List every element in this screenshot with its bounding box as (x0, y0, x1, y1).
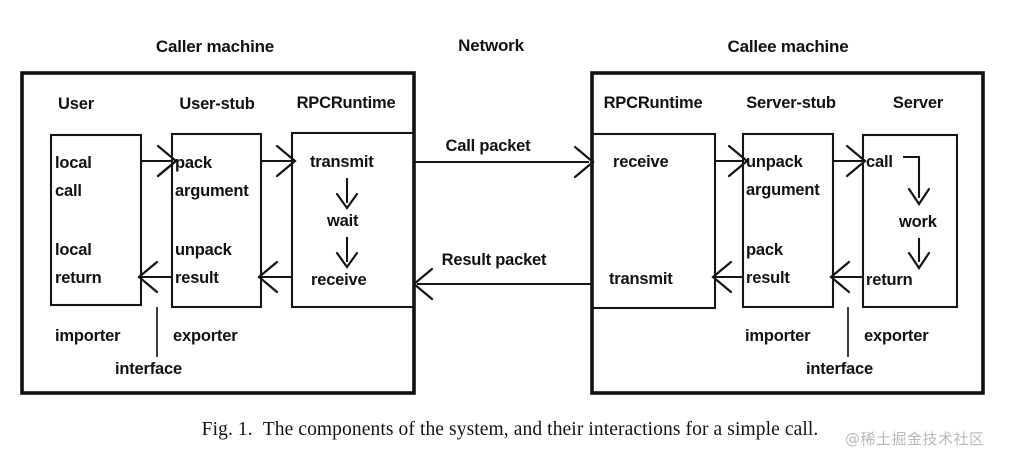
arrow-callee-runtime-to-server-stub (715, 144, 749, 178)
server-line-return: return (866, 271, 913, 289)
user-stub-line-unpack: unpack (175, 241, 233, 259)
caller-column-heading-user-stub: User-stub (179, 95, 254, 113)
user-stub-line-result: result (175, 269, 219, 287)
user-stub-line-argument: argument (175, 182, 249, 200)
caller-runtime-down-arrow-1 (335, 178, 359, 210)
figure-number: Fig. 1. (201, 419, 253, 440)
user-line-return: return (55, 269, 102, 287)
arrow-user-stub-to-user (137, 260, 172, 294)
callee-rpcruntime-box (590, 132, 717, 310)
caller-column-heading-rpcruntime: RPCRuntime (297, 94, 396, 112)
callee-footer-exporter: exporter (864, 327, 929, 345)
call-packet-label: Call packet (446, 137, 532, 155)
caller-footer-exporter: exporter (173, 327, 238, 345)
server-line-work: work (898, 213, 938, 231)
figure-caption: Fig. 1. The components of the system, and… (0, 419, 1020, 441)
caller-machine-box (20, 71, 416, 395)
arrow-server-stub-to-callee-runtime (711, 260, 743, 294)
caller-rpcruntime-line-transmit: transmit (310, 153, 374, 171)
arrow-user-to-user-stub (141, 144, 178, 178)
server-line-call: call (866, 153, 893, 171)
server-stub-line-unpack: unpack (746, 153, 804, 171)
caller-footer-importer: importer (55, 327, 121, 345)
result-packet-arrow (412, 267, 592, 301)
user-line-local-return-1: local (55, 241, 92, 259)
callee-column-heading-server-stub: Server-stub (746, 94, 836, 112)
caller-machine-title: Caller machine (156, 37, 274, 56)
user-stub-line-pack: pack (175, 154, 213, 172)
callee-footer-importer: importer (745, 327, 811, 345)
figure-caption-text: The components of the system, and their … (262, 419, 819, 440)
caller-rpcruntime-line-wait: wait (326, 212, 359, 230)
server-stub-line-argument: argument (746, 181, 820, 199)
callee-column-heading-rpcruntime: RPCRuntime (604, 94, 703, 112)
server-stub-box (741, 132, 835, 309)
arrow-user-stub-to-runtime (261, 144, 297, 178)
server-stub-line-pack: pack (746, 241, 784, 259)
server-stub-line-result: result (746, 269, 790, 287)
callee-rpcruntime-line-transmit: transmit (609, 270, 673, 288)
network-title: Network (458, 36, 524, 55)
caller-runtime-down-arrow-2 (335, 237, 359, 269)
caller-interface-label: interface (115, 360, 182, 378)
user-line-call: call (55, 182, 82, 200)
caller-column-heading-user: User (58, 95, 95, 113)
callee-machine-box (590, 71, 985, 395)
user-stub-box (170, 132, 263, 309)
callee-column-heading-server: Server (893, 94, 944, 112)
arrow-runtime-to-user-stub (257, 260, 292, 294)
server-down-arrow-1 (903, 155, 931, 206)
arrow-server-to-server-stub (829, 260, 863, 294)
user-box (49, 133, 143, 307)
caller-rpcruntime-box (290, 131, 416, 309)
callee-rpcruntime-line-receive: receive (613, 153, 669, 171)
arrow-server-stub-to-server (833, 144, 867, 178)
callee-machine-title: Callee machine (728, 37, 849, 56)
user-line-local-call-1: local (55, 154, 92, 172)
result-packet-label: Result packet (442, 251, 547, 269)
callee-interface-label: interface (806, 360, 873, 378)
caller-rpcruntime-line-receive: receive (311, 271, 367, 289)
server-down-arrow-2 (907, 238, 931, 270)
server-box (861, 133, 959, 309)
